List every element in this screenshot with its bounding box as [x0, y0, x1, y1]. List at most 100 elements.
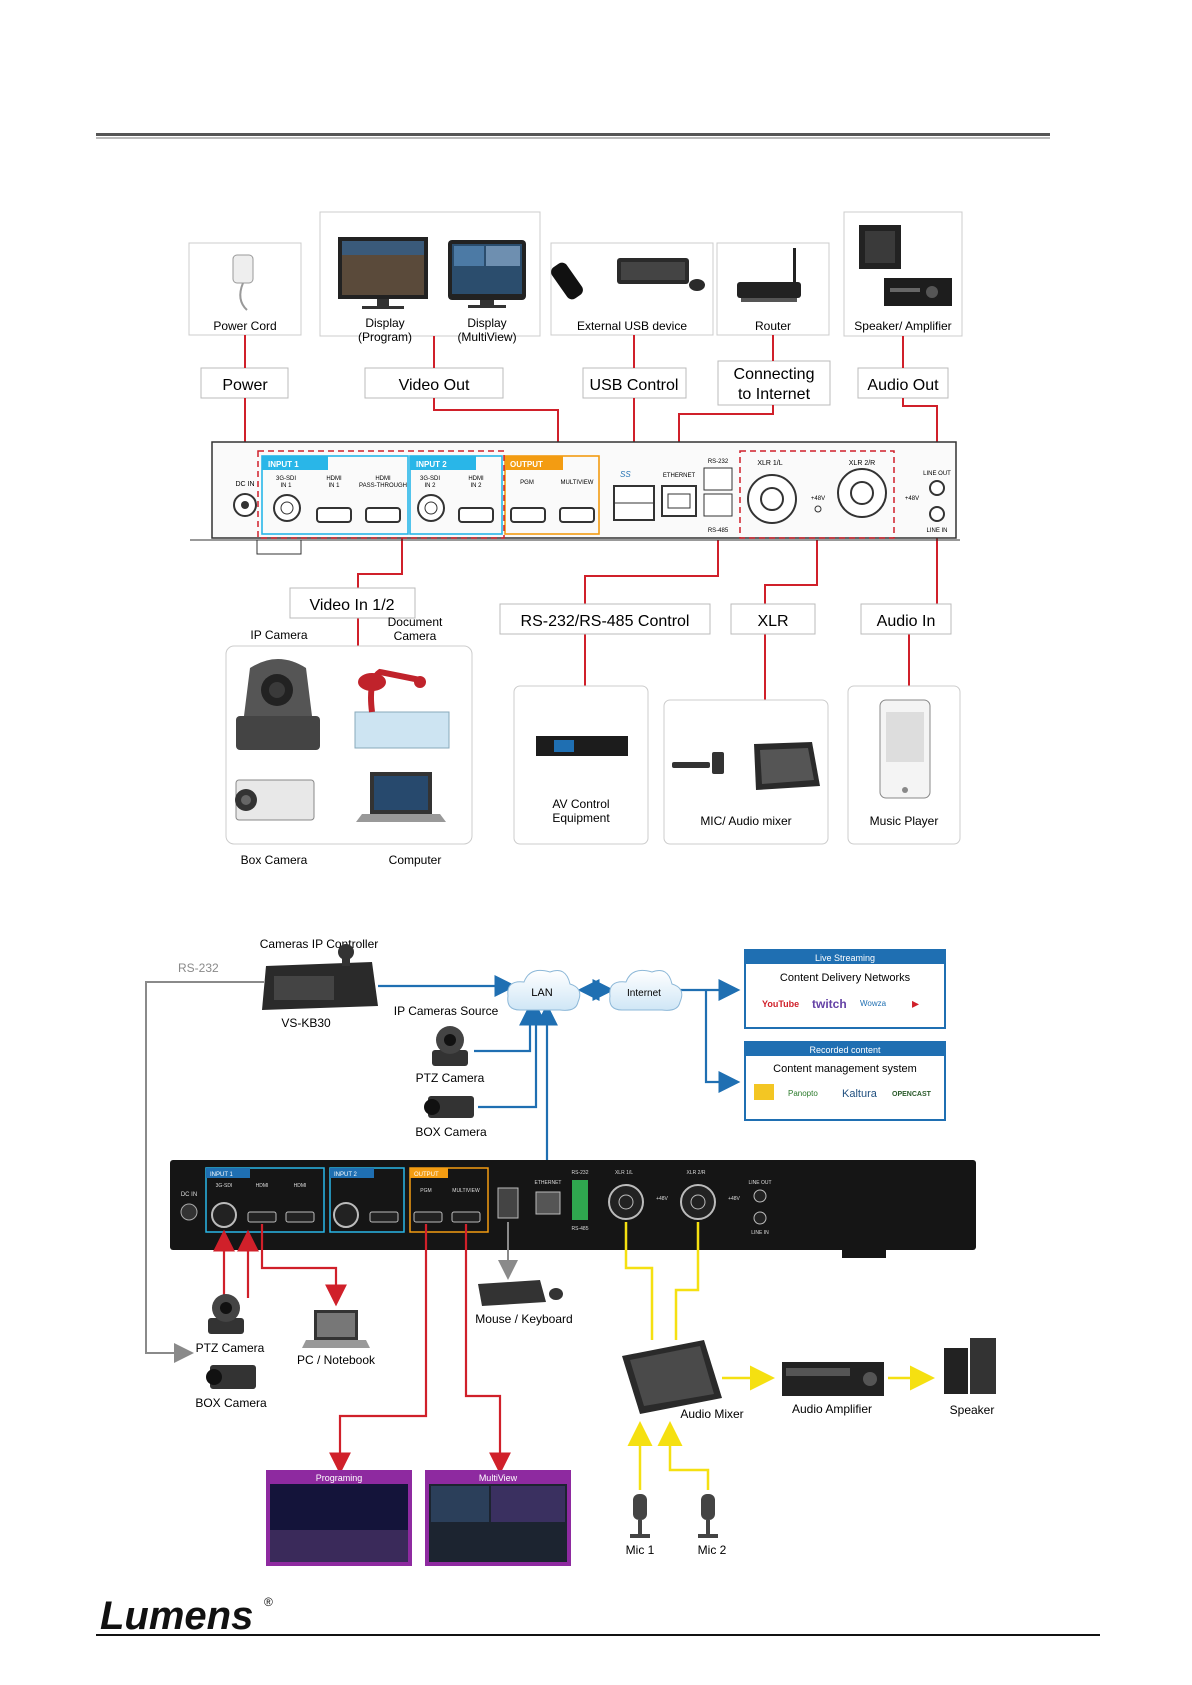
kaltura-logo: Kaltura: [842, 1088, 878, 1100]
music-player-icon: [879, 699, 931, 799]
computer-label: Computer: [389, 853, 442, 867]
input2-label: INPUT 2: [416, 460, 447, 469]
input1-label: INPUT 1: [268, 460, 299, 469]
svg-text:Recorded content: Recorded content: [809, 1045, 881, 1055]
music-player-box: Music Player: [847, 685, 961, 845]
wowza-logo: Wowza: [860, 999, 887, 1008]
svg-text:RS-485: RS-485: [572, 1226, 589, 1232]
label-xlr-box: XLR: [730, 603, 816, 635]
bottom-box-camera: BOX Camera: [195, 1365, 267, 1410]
svg-text:Music Player: Music Player: [870, 814, 939, 828]
svg-text:RS-232/RS-485 Control: RS-232/RS-485 Control: [521, 613, 690, 630]
svg-text:Mouse / Keyboard: Mouse / Keyboard: [475, 1312, 572, 1326]
top-rear-panel: DC IN INPUT 1 3G-SDI IN 1 HDMI IN 1 HDMI…: [190, 441, 960, 555]
opencast-logo: OPENCAST: [892, 1091, 932, 1098]
svg-text:BOX Camera: BOX Camera: [415, 1125, 487, 1139]
router-icon: [737, 248, 801, 302]
svg-text:Video Out: Video Out: [399, 377, 470, 394]
rs485-port: [703, 493, 733, 517]
speaker-device: Speaker/ Amplifier: [843, 211, 963, 337]
bottom-sdi-in1-port: [211, 1202, 237, 1228]
svg-text:XLR: XLR: [757, 613, 788, 630]
svg-text:Speaker: Speaker: [950, 1403, 995, 1417]
label-rs-control-box: RS-232/RS-485 Control: [499, 603, 711, 635]
input1-group: [261, 455, 409, 535]
box-camera-label: Box Camera: [241, 853, 308, 867]
svg-text:Programing: Programing: [316, 1473, 363, 1483]
svg-text:Content Delivery Networks: Content Delivery Networks: [780, 972, 911, 984]
stream-logo: ▸: [912, 995, 919, 1011]
footer: Lumens ®: [96, 1594, 1100, 1638]
bottom-ptz-camera: PTZ Camera: [196, 1294, 265, 1355]
svg-text:ETHERNET: ETHERNET: [663, 473, 696, 479]
label-audio-out-box: Audio Out: [857, 367, 949, 399]
power-cord-device: Power Cord: [188, 242, 302, 336]
doc-camera-label: Document: [388, 615, 443, 629]
svg-text:XLR 2/R: XLR 2/R: [687, 1170, 706, 1176]
mic1: Mic 1: [626, 1494, 655, 1557]
svg-text:HDMI: HDMI: [294, 1183, 307, 1189]
audio-mixer: Audio Mixer: [622, 1340, 744, 1421]
folder-icon: [754, 1084, 774, 1100]
svg-text:IN 2: IN 2: [424, 483, 436, 489]
hdmi-pass-port: [365, 507, 401, 523]
svg-text:Video In 1/2: Video In 1/2: [309, 597, 394, 614]
sdi-in2-port: [417, 494, 445, 522]
svg-text:LINE IN: LINE IN: [926, 528, 947, 534]
computer-icon: [356, 772, 446, 822]
svg-text:PASS-THROUGH: PASS-THROUGH: [359, 483, 407, 489]
svg-text:Mic 2: Mic 2: [698, 1543, 727, 1557]
box-camera-top-icon: [424, 1096, 474, 1118]
hdmi-in1-port: [316, 507, 352, 523]
svg-text:IN 2: IN 2: [470, 483, 482, 489]
svg-text:+48V: +48V: [811, 496, 825, 502]
svg-text:3G-SDI: 3G-SDI: [276, 476, 296, 482]
cameras-ip-controller: Cameras IP Controller VS-KB30: [260, 937, 379, 1030]
svg-text:VS-KB30: VS-KB30: [281, 1016, 331, 1030]
rs232-link: RS-232: [145, 961, 264, 1363]
display-program-label: Display: [365, 316, 404, 330]
audio-lines: [624, 1222, 935, 1490]
ip-camera-label: IP Camera: [250, 628, 307, 642]
video-in-highlight: [257, 450, 505, 539]
svg-text:IP Cameras Source: IP Cameras Source: [394, 1004, 499, 1018]
output-label: OUTPUT: [510, 460, 543, 469]
mic2: Mic 2: [698, 1494, 727, 1557]
svg-text:LINE OUT: LINE OUT: [923, 471, 951, 477]
router-device: Router: [716, 242, 830, 336]
speaker: Speaker: [944, 1338, 996, 1417]
pc-notebook: PC / Notebook: [297, 1310, 376, 1367]
header-rule: [96, 133, 1050, 139]
svg-text:Audio In: Audio In: [877, 613, 936, 630]
amplifier-icon: [884, 278, 952, 306]
svg-text:PTZ Camera: PTZ Camera: [416, 1071, 485, 1085]
svg-text:Equipment: Equipment: [552, 811, 610, 825]
live-streaming-box: Live Streaming Content Delivery Networks…: [744, 949, 946, 1029]
lan-cloud: LAN: [507, 969, 581, 1011]
label-video-in-box: Video In 1/2: [289, 587, 416, 619]
ip-cameras-source: IP Cameras Source PTZ Camera BOX Camera: [394, 1004, 499, 1139]
mouse-keyboard: Mouse / Keyboard: [475, 1280, 573, 1326]
multiview-screen: MultiView: [425, 1470, 571, 1566]
bottom-video-lines: [213, 1224, 511, 1475]
svg-text:MIC/ Audio mixer: MIC/ Audio mixer: [700, 814, 791, 828]
box-camera-icon: [235, 779, 315, 821]
registered-mark: ®: [264, 1595, 273, 1609]
svg-text:RS-232: RS-232: [572, 1170, 589, 1176]
svg-text:ETHERNET: ETHERNET: [535, 1180, 562, 1186]
svg-text:PTZ Camera: PTZ Camera: [196, 1341, 265, 1355]
svg-text:Audio Mixer: Audio Mixer: [680, 1407, 743, 1421]
power-adapter-icon: [232, 254, 254, 311]
av-control-box: AV Control Equipment: [513, 685, 649, 845]
svg-text:3G-SDI: 3G-SDI: [216, 1183, 233, 1189]
display-multiview-icon: [448, 240, 526, 308]
svg-text:Audio Out: Audio Out: [867, 377, 939, 394]
svg-text:LAN: LAN: [531, 987, 552, 999]
usb-device-label: External USB device: [577, 319, 687, 333]
multiview-port: [559, 507, 595, 523]
svg-text:AV Control: AV Control: [552, 797, 609, 811]
audio-mixer-icon: [754, 742, 820, 790]
svg-text:LINE IN: LINE IN: [751, 1230, 769, 1236]
av-control-icon: [536, 736, 628, 756]
